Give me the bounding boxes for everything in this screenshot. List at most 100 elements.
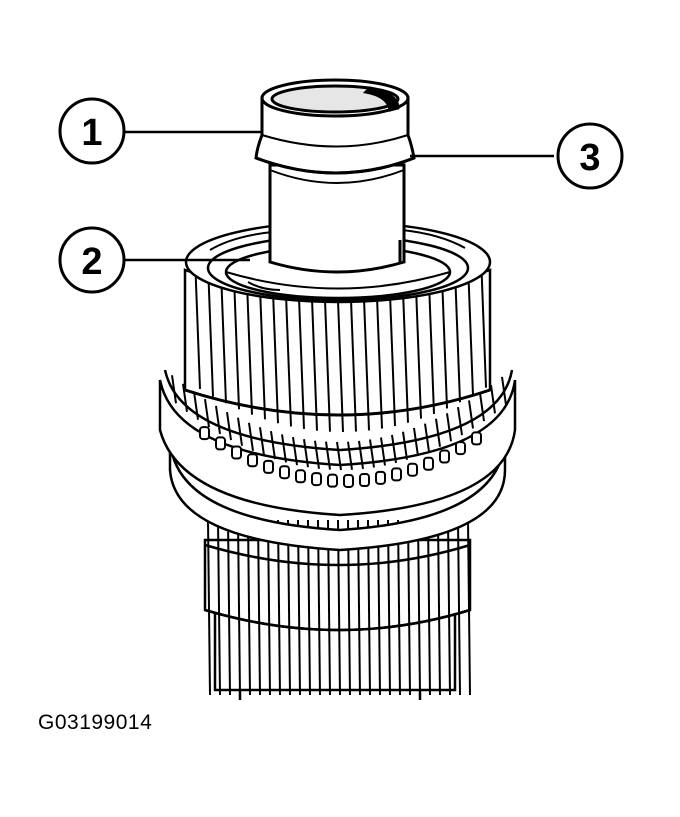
ring-tooth-line	[171, 375, 177, 404]
lower-tooth-line	[427, 520, 431, 695]
gear-tooth-line	[207, 264, 214, 397]
gear-tooth-line	[194, 256, 201, 389]
synchro-lug	[231, 445, 242, 460]
ring-tooth-line	[347, 441, 353, 470]
ring-tooth-line	[424, 423, 430, 452]
gear-tooth-line	[363, 298, 370, 431]
gear-tooth-line	[441, 276, 448, 409]
ring-tooth-line	[281, 434, 287, 463]
lower-tooth-line	[307, 520, 311, 695]
lower-tooth-line	[277, 520, 281, 695]
ring-tooth-line	[303, 439, 309, 468]
gear-tooth-line	[480, 255, 487, 388]
ring-tooth-line	[292, 436, 298, 466]
lower-tooth-line	[367, 520, 371, 695]
ring-tooth-line	[369, 439, 375, 468]
ring-tooth-line	[314, 440, 320, 469]
lower-tooth-line	[467, 520, 471, 695]
ring-tooth-line	[435, 418, 441, 447]
lower-tooth-line	[227, 520, 231, 695]
callout-3: 3	[556, 122, 624, 190]
ring-tooth-line	[204, 399, 210, 428]
synchro-lug	[359, 473, 370, 488]
lower-tooth-line	[437, 520, 441, 695]
synchro-lug	[327, 473, 338, 488]
lower-tooth-line	[207, 520, 211, 695]
gear-tooth-line	[454, 270, 461, 403]
synchro-lug	[215, 436, 226, 451]
lower-tooth-line	[417, 520, 421, 695]
gear-tooth-line	[272, 291, 279, 424]
lower-gear-stack	[203, 520, 472, 700]
ring-tooth-line	[391, 434, 397, 464]
gear-tooth-line	[259, 287, 266, 420]
gear-tooth-line	[467, 263, 474, 396]
synchro-lug	[439, 449, 450, 464]
ring-tooth-line	[413, 427, 419, 457]
lower-tooth-line	[377, 520, 381, 695]
gear-tooth-line	[337, 299, 344, 433]
ring-tooth-line	[248, 422, 254, 451]
synchro-lug	[375, 470, 386, 485]
gear-tooth-line	[350, 299, 357, 432]
callout-1-number: 1	[81, 112, 102, 154]
callout-1: 1	[58, 97, 126, 165]
gear-tooth-line	[220, 271, 227, 404]
ring-tooth-line	[468, 400, 474, 429]
synchro-lug	[247, 453, 258, 468]
gear-tooth-line	[285, 294, 292, 427]
ring-tooth-line	[501, 376, 507, 405]
callout-2-number: 2	[81, 241, 102, 283]
lower-tooth-line	[287, 520, 291, 695]
ring-tooth-line	[215, 405, 221, 435]
main-shaft	[254, 78, 416, 274]
ring-tooth-line	[336, 441, 342, 471]
lower-tooth-line	[387, 520, 391, 695]
gear-tooth-line	[233, 277, 240, 410]
lower-tooth-line	[267, 520, 271, 695]
ring-tooth-line	[446, 413, 452, 442]
synchro-lug	[343, 473, 354, 488]
lower-tooth-line	[247, 520, 251, 695]
synchro-lug	[295, 469, 306, 484]
ring-tooth-line	[457, 406, 463, 436]
figure-code-label: G03199014	[38, 711, 153, 734]
synchro-lug	[311, 472, 322, 487]
synchro-lug	[423, 456, 434, 471]
lower-tooth-line	[237, 520, 241, 695]
ring-tooth-line	[259, 427, 265, 456]
gear-tooth-line	[389, 293, 396, 427]
synchro-lug	[455, 441, 466, 456]
gear-tooth-line	[415, 286, 422, 419]
gear-tooth-line	[402, 290, 409, 423]
lower-tooth-line	[297, 520, 301, 695]
ring-tooth-line	[479, 393, 485, 422]
lower-tooth-line	[447, 520, 451, 695]
synchro-lug	[263, 459, 274, 474]
callout-2: 2	[58, 226, 126, 294]
lower-tooth-line	[257, 520, 261, 695]
synchro-lug	[279, 465, 290, 480]
synchro-lug	[407, 462, 418, 477]
ring-tooth-line	[270, 430, 276, 460]
ring-tooth-line	[193, 391, 199, 420]
synchro-sleeve	[158, 369, 517, 552]
ring-tooth-line	[182, 383, 188, 412]
synchro-lug	[199, 426, 210, 441]
gear-tooth-line	[428, 281, 435, 414]
leader-lines	[125, 130, 554, 262]
ring-tooth-line	[358, 440, 364, 470]
gear-tooth-line	[246, 282, 253, 415]
gear-tooth-line	[298, 296, 305, 429]
gear-tooth-line	[376, 296, 383, 429]
lower-tooth-line	[397, 520, 401, 695]
ring-tooth-line	[402, 431, 408, 460]
gear-tooth-line	[311, 298, 318, 431]
ring-tooth-line	[325, 441, 331, 470]
lower-tooth-line	[407, 520, 411, 695]
ring-tooth-line	[237, 417, 243, 446]
ring-tooth-line	[226, 412, 232, 441]
ring-tooth-line	[490, 385, 496, 414]
